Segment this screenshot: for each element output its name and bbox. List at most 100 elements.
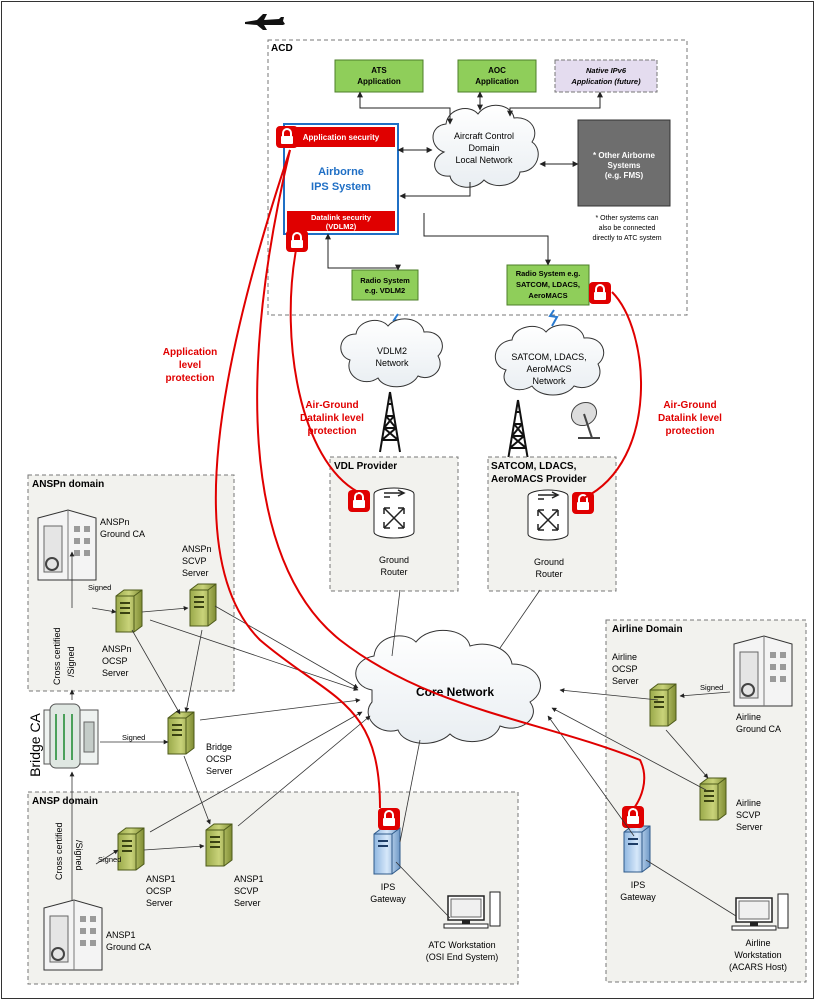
lock-icon [621, 805, 645, 829]
radio1-label: Radio System [360, 276, 410, 285]
ansp-ocsp-1: ANSP1 [146, 874, 176, 884]
other-airborne-box [577, 119, 671, 207]
bridge-ca-label: Bridge CA [27, 712, 43, 776]
anspn-cross-2: /Signed [66, 646, 76, 677]
satcom-label-2: AeroMACS [526, 364, 571, 374]
other-airborne-sub2: (e.g. FMS) [605, 171, 644, 180]
ansp-gateway-2: Gateway [370, 894, 406, 904]
server-icon [699, 777, 727, 821]
airline-ocsp-1: Airline [612, 652, 637, 662]
ansp-ocsp-2: OCSP [146, 886, 172, 896]
sat-router-label: Ground [534, 557, 564, 567]
radio2-sub1: SATCOM, LDACS, [516, 280, 580, 289]
acd-title: ACD [271, 43, 293, 54]
ansp-cross-1: Cross certified [54, 822, 64, 880]
lock-icon [347, 489, 371, 513]
vdlm2-sub: Network [375, 358, 409, 368]
lock-icon [275, 125, 299, 149]
satcom-network-cloud [495, 324, 605, 396]
note-line-2: also be connected [599, 225, 656, 232]
sat-provider-title-2: AeroMACS Provider [491, 474, 587, 485]
airline-workstation-1: Airline [745, 938, 770, 948]
building-icon [37, 509, 97, 581]
datalink-security-sub: (VDLM2) [326, 222, 357, 231]
radio2-label: Radio System e.g. [516, 269, 581, 278]
building-icon [43, 899, 103, 971]
server-icon [167, 711, 195, 755]
ansp-ca-sub: Ground CA [106, 942, 151, 952]
ansp-gateway-1: IPS [381, 882, 396, 892]
router-icon [527, 489, 569, 541]
anspn-ca-label: ANSPn [100, 517, 130, 527]
vdlm2-label: VDLM2 [377, 346, 407, 356]
building-icon [733, 635, 793, 707]
airborne-ips-label: Airborne [318, 166, 364, 178]
cloud-label-1: Aircraft Control [454, 131, 514, 141]
airline-gateway-1: IPS [631, 880, 646, 890]
airline-ocsp-3: Server [612, 676, 639, 686]
airborne-ips-sub: IPS System [311, 181, 371, 193]
server-icon [117, 827, 145, 871]
satcom-label-1: SATCOM, LDACS, [511, 352, 586, 362]
airplane-icon [245, 14, 285, 30]
airline-gateway-2: Gateway [620, 892, 656, 902]
atc-workstation-2: (OSI End System) [426, 952, 499, 962]
ansp-cross-2: /Signed [74, 840, 84, 871]
native-sub: Application (future) [570, 77, 641, 86]
radio-system-satcom [506, 264, 590, 306]
application-protection-3: protection [166, 373, 215, 384]
anspn-title: ANSPn domain [32, 479, 104, 490]
sat-provider-title-1: SATCOM, LDACS, [491, 461, 577, 472]
cloud-label-3: Local Network [455, 155, 513, 165]
lock-icon [377, 807, 401, 831]
application-protection-2: level [179, 360, 201, 371]
airline-workstation-3: (ACARS Host) [729, 962, 787, 972]
sat-router-sub: Router [535, 569, 562, 579]
server-icon [649, 683, 677, 727]
aoc-label: AOC [488, 66, 506, 75]
airground-right-2: Datalink level [658, 413, 722, 424]
airline-title: Airline Domain [612, 624, 683, 635]
airline-ca-sub: Ground CA [736, 724, 781, 734]
airline-ca-label: Airline [736, 712, 761, 722]
vdl-provider-title: VDL Provider [334, 461, 397, 472]
ansp-domain [27, 791, 519, 985]
gateway-icon [623, 825, 651, 873]
radio1-sub: e.g. VDLM2 [365, 286, 405, 295]
radio-system-vdlm2 [351, 269, 419, 301]
ansp-ca-label: ANSP1 [106, 930, 136, 940]
datalink-security-label: Datalink security [311, 213, 372, 222]
aoc-application-box [457, 59, 537, 93]
other-airborne-label: * Other Airborne [593, 151, 655, 160]
airline-scvp-3: Server [736, 822, 763, 832]
ansp-scvp-1: ANSP1 [234, 874, 264, 884]
aoc-sub: Application [475, 77, 519, 86]
anspn-scvp-2: SCVP [182, 556, 207, 566]
native-label: Native IPv6 [586, 66, 627, 75]
atc-workstation-1: ATC Workstation [428, 940, 495, 950]
core-network-label: Core Network [416, 685, 494, 699]
antenna-tower-icon [507, 399, 529, 461]
airline-scvp-1: Airline [736, 798, 761, 808]
lock-icon [588, 281, 612, 305]
lock-icon [285, 229, 309, 253]
anspn-ocsp-3: Server [102, 668, 129, 678]
bridge-ocsp-2: OCSP [206, 754, 232, 764]
bridge-signed: Signed [122, 733, 145, 742]
airline-ocsp-2: OCSP [612, 664, 638, 674]
anspn-cross-1: Cross certified [52, 627, 62, 685]
satellite-dish-icon [570, 401, 600, 439]
airground-left-3: protection [308, 426, 357, 437]
airline-workstation-2: Workstation [734, 950, 781, 960]
server-icon [189, 583, 217, 627]
ats-application-box [334, 59, 424, 93]
ansp-ocsp-3: Server [146, 898, 173, 908]
anspn-scvp-3: Server [182, 568, 209, 578]
radio2-sub2: AeroMACS [528, 291, 567, 300]
anspn-ca-sub: Ground CA [100, 529, 145, 539]
ansp-scvp-3: Server [234, 898, 261, 908]
ats-label: ATS [371, 66, 387, 75]
airground-left-2: Datalink level [300, 413, 364, 424]
